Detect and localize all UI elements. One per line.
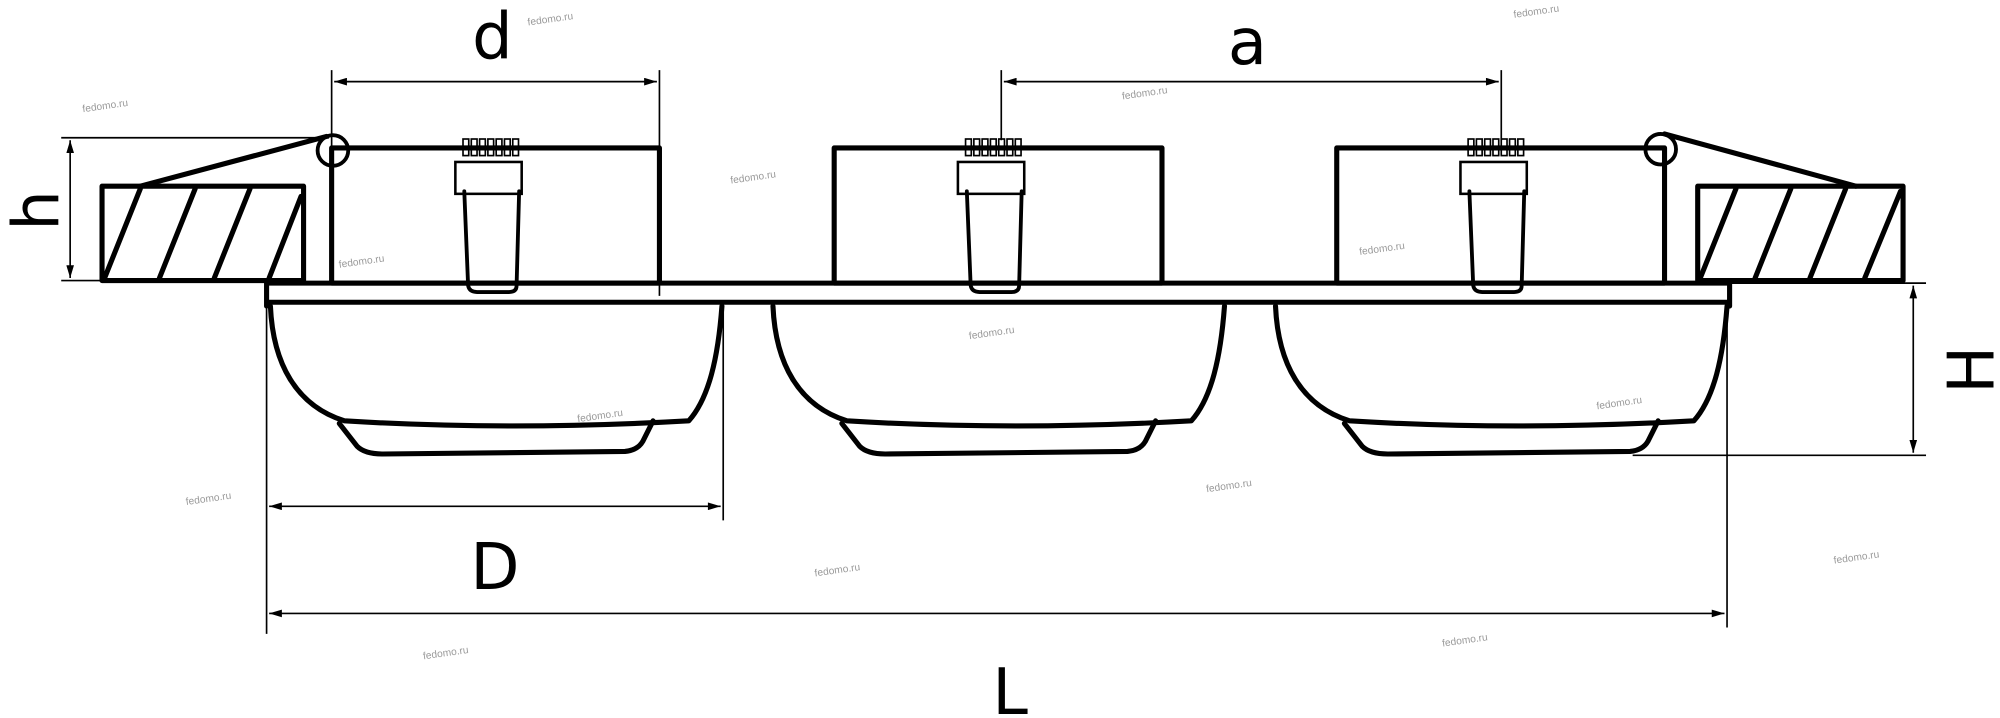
housing-box	[1334, 145, 1668, 286]
dimension-a: a	[1000, 6, 1503, 141]
watermark: fedomo.ru	[82, 98, 129, 115]
lamp-module	[1272, 138, 1730, 457]
lamp-bowl	[267, 303, 725, 457]
dimension-h: h	[1, 136, 330, 282]
dimension-d: d	[330, 1, 661, 296]
watermark: fedomo.ru	[1833, 549, 1880, 566]
lamp-module	[267, 138, 725, 457]
dimension-label-H: H	[1936, 346, 2000, 394]
dimension-label-d: d	[472, 1, 512, 75]
ceiling-section-left	[99, 183, 307, 284]
dimension-D: D	[265, 306, 725, 634]
dimension-label-D: D	[470, 531, 519, 605]
watermark: fedomo.ru	[1596, 395, 1643, 412]
spring-clip-right	[1643, 131, 1859, 189]
watermark: fedomo.ru	[1513, 4, 1560, 21]
housing-box	[831, 145, 1165, 286]
dimension-L: L	[269, 306, 1728, 718]
watermark: fedomo.ru	[968, 325, 1015, 342]
lamp-module	[770, 138, 1228, 457]
lamp-bowl	[770, 303, 1228, 457]
spring-clip-left	[137, 133, 351, 189]
dimension-label-h: h	[1, 190, 75, 230]
watermark: fedomo.ru	[422, 645, 469, 662]
lamp-bowl	[1272, 303, 1730, 457]
watermark: fedomo.ru	[1121, 85, 1168, 102]
dimension-label-a: a	[1228, 6, 1267, 80]
watermark: fedomo.ru	[338, 254, 385, 271]
lamp-connector	[956, 138, 1026, 294]
watermark: fedomo.ru	[814, 562, 861, 579]
watermark: fedomo.ru	[1359, 241, 1406, 258]
dimension-label-L: L	[992, 656, 1028, 718]
watermark: fedomo.ru	[185, 491, 232, 508]
dimension-H: H	[1632, 282, 2000, 457]
watermark: fedomo.ru	[1206, 478, 1253, 495]
lamp-connector	[454, 138, 523, 294]
watermark: fedomo.ru	[730, 169, 777, 186]
watermark: fedomo.ru	[1441, 632, 1488, 649]
watermarks: fedomo.ru fedomo.ru fedomo.ru fedomo.ru …	[82, 4, 1880, 663]
lamp-connector	[1459, 138, 1529, 294]
mounting-plate	[264, 280, 1733, 309]
watermark: fedomo.ru	[527, 11, 574, 28]
ceiling-section-right	[1695, 183, 1906, 284]
